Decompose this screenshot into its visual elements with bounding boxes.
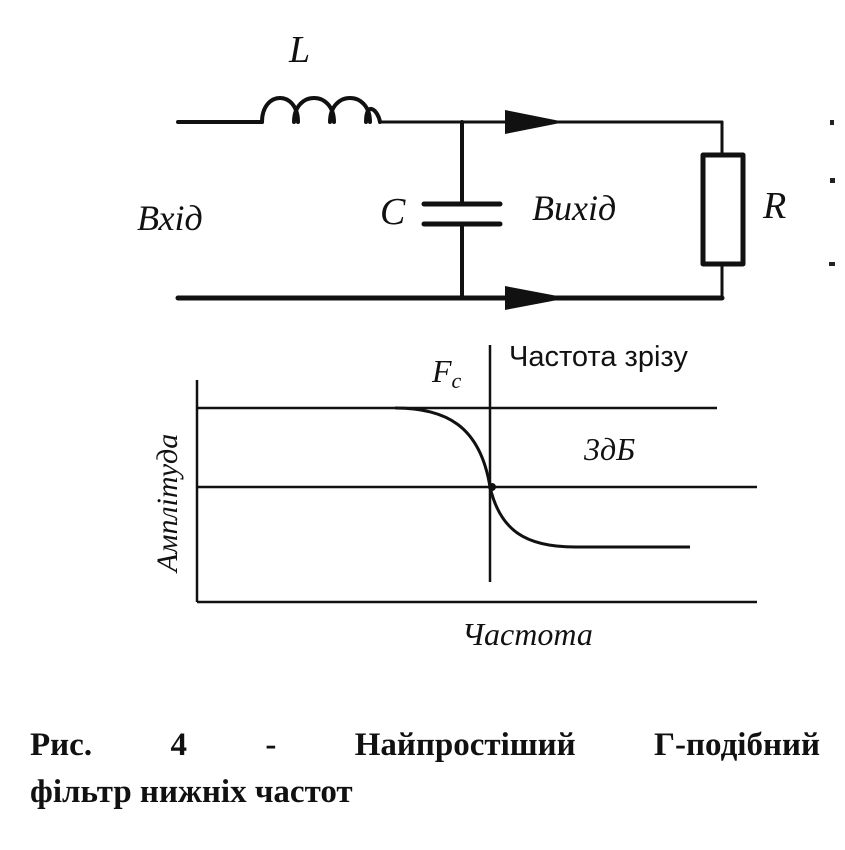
output-arrow-top bbox=[505, 110, 565, 134]
inductor-coil bbox=[260, 96, 382, 124]
response-plot bbox=[195, 345, 757, 604]
caption-line-2: фільтр нижніх частот bbox=[30, 774, 353, 810]
response-curve bbox=[394, 406, 690, 549]
cutoff-marker-subscript: c bbox=[452, 368, 462, 393]
caption-prefix: Рис. bbox=[30, 727, 93, 763]
inductor-label: L bbox=[288, 29, 310, 71]
y-axis-label: Амплітуда bbox=[151, 434, 184, 574]
lowpass-circuit bbox=[175, 96, 746, 310]
caption-line-1: Рис. 4 - Найпростіший Г-подібний bbox=[30, 722, 820, 769]
cutoff-marker: Fc bbox=[431, 353, 462, 393]
resistor-label: R bbox=[762, 185, 786, 227]
capacitor-label: C bbox=[380, 191, 406, 233]
cutoff-point bbox=[488, 483, 496, 491]
cutoff-title: Частота зрізу bbox=[509, 341, 688, 373]
db-label: 3дБ bbox=[583, 431, 635, 467]
edge-mark bbox=[830, 178, 835, 183]
caption-word-1: Найпростіший bbox=[354, 727, 576, 763]
output-label: Вихід bbox=[532, 188, 616, 228]
x-axis-label: Частота bbox=[462, 616, 593, 652]
caption-number: 4 bbox=[170, 727, 187, 763]
edge-mark bbox=[830, 120, 834, 125]
caption-word-2: Г-подібний bbox=[654, 727, 820, 763]
caption-dash: - bbox=[265, 727, 277, 763]
figure-caption: Рис. 4 - Найпростіший Г-подібний фільтр … bbox=[30, 722, 820, 816]
input-label: Вхід bbox=[137, 198, 203, 238]
output-arrow-bottom bbox=[505, 286, 568, 310]
edge-mark bbox=[829, 262, 835, 266]
cutoff-marker-main: F bbox=[431, 353, 452, 389]
resistor-body bbox=[700, 152, 746, 267]
